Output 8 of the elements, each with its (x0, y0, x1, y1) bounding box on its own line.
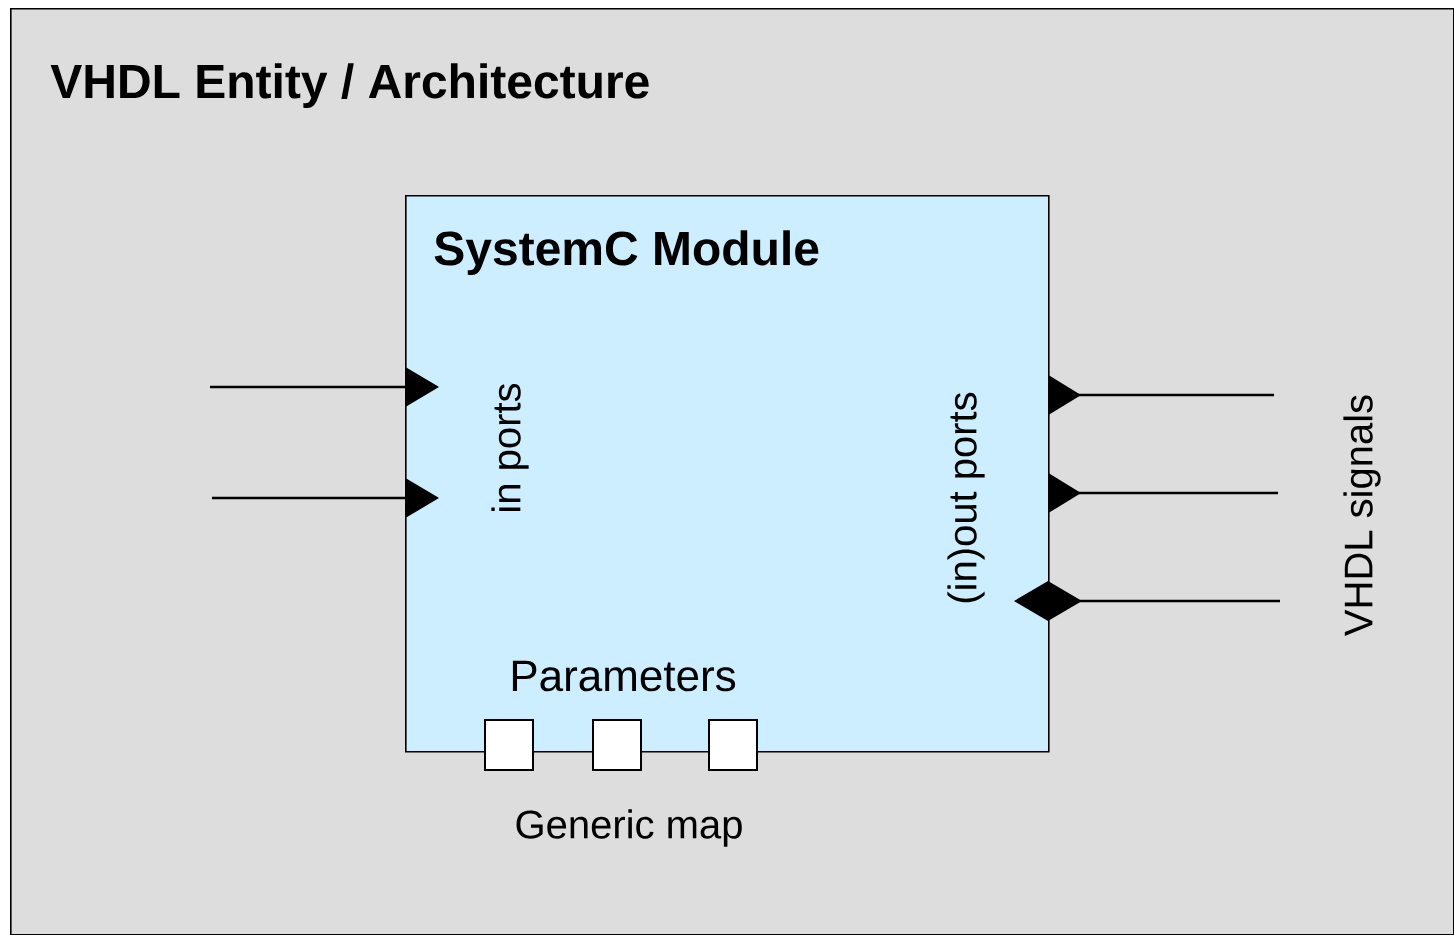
port-label: in ports (491, 383, 529, 511)
parameter-box (484, 719, 534, 771)
signal-label: VHDL signals (1343, 395, 1381, 636)
port-label: (in)out ports (947, 392, 985, 603)
parameter-label: Parameters (512, 660, 736, 692)
parameter-box (592, 719, 642, 771)
parameter-box (708, 719, 758, 771)
map-label: Generic map (516, 809, 742, 847)
